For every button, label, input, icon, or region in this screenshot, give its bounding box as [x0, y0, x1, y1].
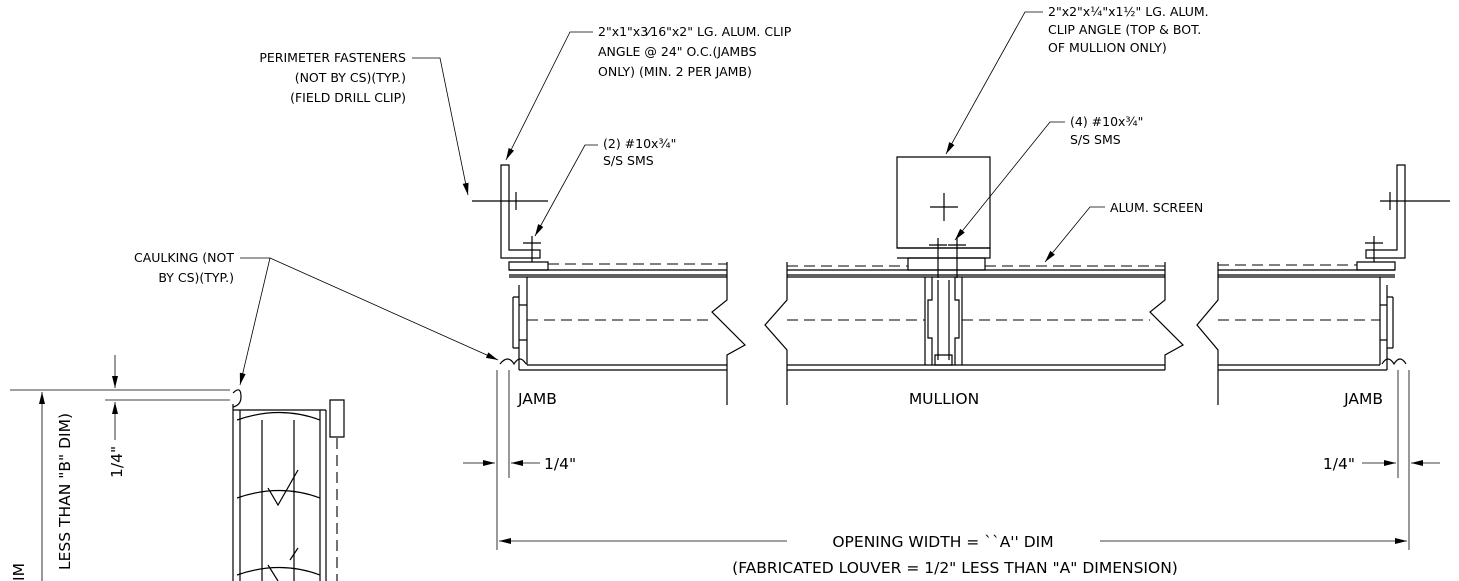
gap-right-label: 1/4" — [1323, 455, 1355, 473]
perimeter-fasteners-line-3: (FIELD DRILL CLIP) — [290, 90, 406, 105]
gap-left-label: 1/4" — [544, 455, 576, 473]
jamb-clip-angle-line-2: ANGLE @ 24" O.C.(JAMBS — [598, 44, 757, 59]
side-rotated-label-1: LESS THAN "B" DIM) — [56, 413, 74, 570]
mullion-screws-line-1: (4) #10x¾" — [1070, 114, 1143, 129]
caulking-line-2: BY CS)(TYP.) — [158, 270, 234, 285]
jamb-screws-line-2: S/S SMS — [603, 153, 654, 168]
side-rotated-label-2: IM — [10, 563, 28, 581]
mullion-section — [764, 156, 1184, 405]
right-jamb-section — [1196, 164, 1450, 550]
caulking-line-1: CAULKING (NOT — [134, 250, 234, 265]
dimensions — [463, 460, 1440, 544]
alum-screen-label: ALUM. SCREEN — [1110, 200, 1203, 215]
perimeter-fasteners-line-2: (NOT BY CS)(TYP.) — [295, 70, 406, 85]
leaders — [239, 11, 1105, 386]
fabricated-louver-label: (FABRICATED LOUVER = 1/2" LESS THAN "A" … — [732, 559, 1178, 577]
side-section — [10, 355, 345, 581]
mullion-clip-angle-line-2: CLIP ANGLE (TOP & BOT. — [1048, 22, 1201, 37]
mullion-clip-angle-line-3: OF MULLION ONLY) — [1048, 40, 1167, 55]
left-jamb-section — [472, 164, 746, 550]
jamb-right-label: JAMB — [1343, 390, 1383, 408]
mullion-screws-line-2: S/S SMS — [1070, 132, 1121, 147]
jamb-left-label: JAMB — [517, 390, 557, 408]
mullion-label: MULLION — [909, 390, 979, 408]
jamb-screws-line-1: (2) #10x¾" — [603, 136, 676, 151]
jamb-clip-angle-line-1: 2"x1"x3⁄16"x2" LG. ALUM. CLIP — [598, 24, 792, 39]
annotation-text: PERIMETER FASTENERS (NOT BY CS)(TYP.) (F… — [10, 4, 1383, 581]
gap-side-label: 1/4" — [108, 446, 126, 478]
perimeter-fasteners-line-1: PERIMETER FASTENERS — [259, 50, 406, 65]
jamb-clip-angle-line-3: ONLY) (MIN. 2 PER JAMB) — [598, 64, 752, 79]
mullion-clip-angle-line-1: 2"x2"x¼"x1½" LG. ALUM. — [1048, 4, 1209, 19]
opening-width-label: OPENING WIDTH = ``A'' DIM — [832, 533, 1053, 551]
